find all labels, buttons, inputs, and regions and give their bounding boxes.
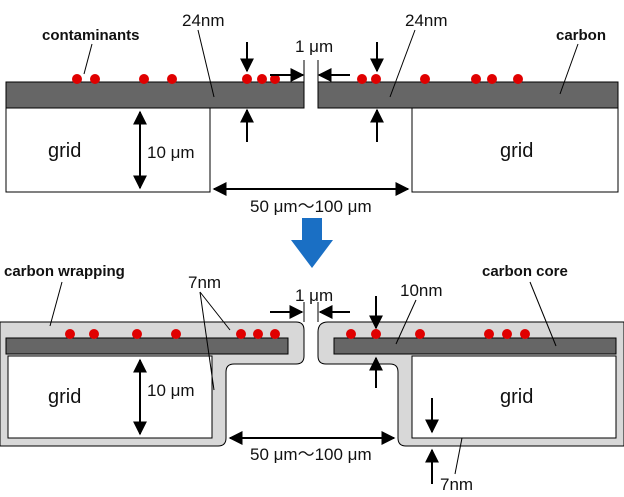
carbon-label: carbon	[556, 27, 606, 44]
grid-block-right-bottom	[411, 355, 617, 439]
grid-label-right-bottom: grid	[500, 386, 533, 408]
grid-label-right: grid	[500, 140, 533, 162]
core-thickness-label: 10nm	[400, 281, 443, 300]
span-label: 50 μm～100 μm	[250, 197, 372, 216]
wrap-thickness-leader-2	[199, 291, 215, 391]
gap-label: 1 μm	[295, 37, 333, 56]
contaminants-leader	[83, 43, 93, 75]
grid-height-label-bottom: 10 μm	[147, 381, 195, 400]
bottom-panel: carbon wrapping carbon core 7nm 10nm 1 μ…	[0, 263, 624, 494]
carbon-core-label: carbon core	[482, 263, 568, 280]
contaminants-label: contaminants	[42, 27, 140, 44]
thickness-label-left: 24nm	[182, 11, 225, 30]
carbon-core-left	[5, 337, 289, 355]
carbon-film-right	[317, 81, 619, 109]
grid-height-label: 10 μm	[147, 143, 195, 162]
core-thickness-leader	[395, 299, 417, 345]
carbon-leader	[559, 43, 579, 95]
process-arrow-icon	[291, 218, 333, 268]
thickness-leader-left	[197, 29, 215, 98]
under-thickness-label: 7nm	[440, 475, 473, 494]
span-label-bottom: 50 μm～100 μm	[250, 445, 372, 464]
carbon-wrapping-label: carbon wrapping	[4, 263, 125, 280]
thickness-label-right: 24nm	[405, 11, 448, 30]
wrap-thickness-label: 7nm	[188, 273, 221, 292]
core-leader	[529, 281, 557, 347]
carbon-film-left	[5, 81, 305, 109]
grid-block-right	[411, 107, 619, 193]
grid-label-left: grid	[48, 140, 81, 162]
top-panel: contaminants carbon 24nm 24nm 1 μm grid …	[5, 11, 619, 216]
grid-block-left	[5, 107, 211, 193]
wrap-thickness-leader-1	[199, 291, 231, 331]
gap-label-bottom: 1 μm	[295, 286, 333, 305]
under-thickness-leader	[454, 437, 463, 475]
carbon-core-right	[333, 337, 617, 355]
wrapping-leader	[49, 281, 63, 327]
thickness-leader-right	[389, 29, 416, 98]
grid-label-left-bottom: grid	[48, 386, 81, 408]
grid-block-left-bottom	[7, 355, 213, 439]
contaminant-dots-top	[72, 74, 523, 84]
contaminant-dots-bottom	[65, 329, 530, 339]
